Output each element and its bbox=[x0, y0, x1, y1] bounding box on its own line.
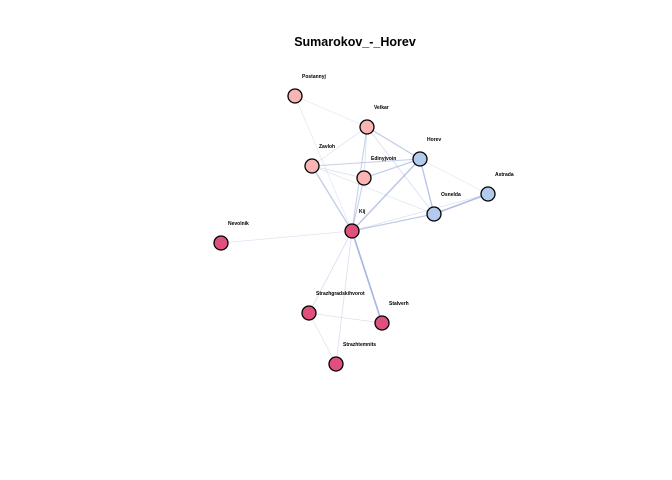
node-strazhtemnits bbox=[328, 356, 344, 372]
graph-title: Sumarokov_-_Horev bbox=[294, 35, 416, 49]
nodes-layer bbox=[213, 88, 496, 372]
node-astrada bbox=[480, 186, 496, 202]
edge-edinyjvoin-horev bbox=[363, 158, 421, 179]
node-label-strazhtemnits: Strazhtemnits bbox=[343, 342, 376, 348]
edge-osnelda-kij bbox=[351, 213, 435, 232]
node-horev bbox=[412, 151, 428, 167]
node-label-astrada: Astrada bbox=[495, 172, 514, 178]
node-edinyjvoin bbox=[356, 170, 372, 186]
node-label-postannyj: Postannyj bbox=[302, 74, 327, 80]
edge-velkar-horev bbox=[366, 126, 421, 160]
edge-postannyj-kij bbox=[294, 95, 353, 232]
edge-horev-astrada bbox=[419, 158, 489, 195]
node-stalverh bbox=[374, 315, 390, 331]
edge-kij-strazhtemnits bbox=[335, 230, 353, 365]
node-label-osnelda: Osnelda bbox=[441, 192, 461, 198]
edge-astrada-osnelda bbox=[433, 193, 489, 215]
node-label-edinyjvoin: Edinyjvoin bbox=[371, 156, 396, 162]
edge-zavloh-horev bbox=[311, 158, 421, 167]
node-label-velkar: Velkar bbox=[374, 105, 389, 111]
edge-strazhgradskihvorot-stalverh bbox=[308, 312, 383, 324]
node-strazhgradskihvorot bbox=[301, 305, 317, 321]
edge-postannyj-velkar bbox=[294, 95, 368, 128]
node-label-stalverh: Stalverh bbox=[389, 301, 409, 307]
edge-nevolnik-kij bbox=[220, 230, 353, 244]
node-velkar bbox=[359, 119, 375, 135]
edge-velkar-osnelda bbox=[366, 126, 435, 215]
edge-horev-kij bbox=[351, 158, 421, 232]
edge-kij-strazhgradskihvorot bbox=[308, 230, 353, 314]
edge-velkar-edinyjvoin bbox=[363, 126, 368, 179]
edge-edinyjvoin-kij bbox=[351, 177, 365, 232]
node-osnelda bbox=[426, 206, 442, 222]
node-label-strazhgradskihvorot: Strazhgradskihvorot bbox=[316, 291, 365, 297]
edge-kij-stalverh bbox=[351, 230, 383, 324]
edge-astrada-kij bbox=[351, 193, 489, 232]
edge-zavloh-osnelda bbox=[311, 165, 435, 215]
node-kij bbox=[344, 223, 360, 239]
node-zavloh bbox=[304, 158, 320, 174]
edges-layer bbox=[220, 95, 489, 365]
edge-horev-osnelda bbox=[419, 158, 435, 215]
node-nevolnik bbox=[213, 235, 229, 251]
edge-strazhgradskihvorot-strazhtemnits bbox=[308, 312, 337, 365]
node-postannyj bbox=[287, 88, 303, 104]
node-label-nevolnik: Nevolnik bbox=[228, 221, 249, 227]
node-label-zavloh: Zavloh bbox=[319, 144, 335, 150]
edge-velkar-zavloh bbox=[311, 126, 368, 167]
node-label-kij: Kij bbox=[359, 209, 366, 215]
edge-zavloh-edinyjvoin bbox=[311, 165, 365, 179]
node-label-horev: Horev bbox=[427, 137, 441, 143]
edge-zavloh-kij bbox=[311, 165, 353, 232]
